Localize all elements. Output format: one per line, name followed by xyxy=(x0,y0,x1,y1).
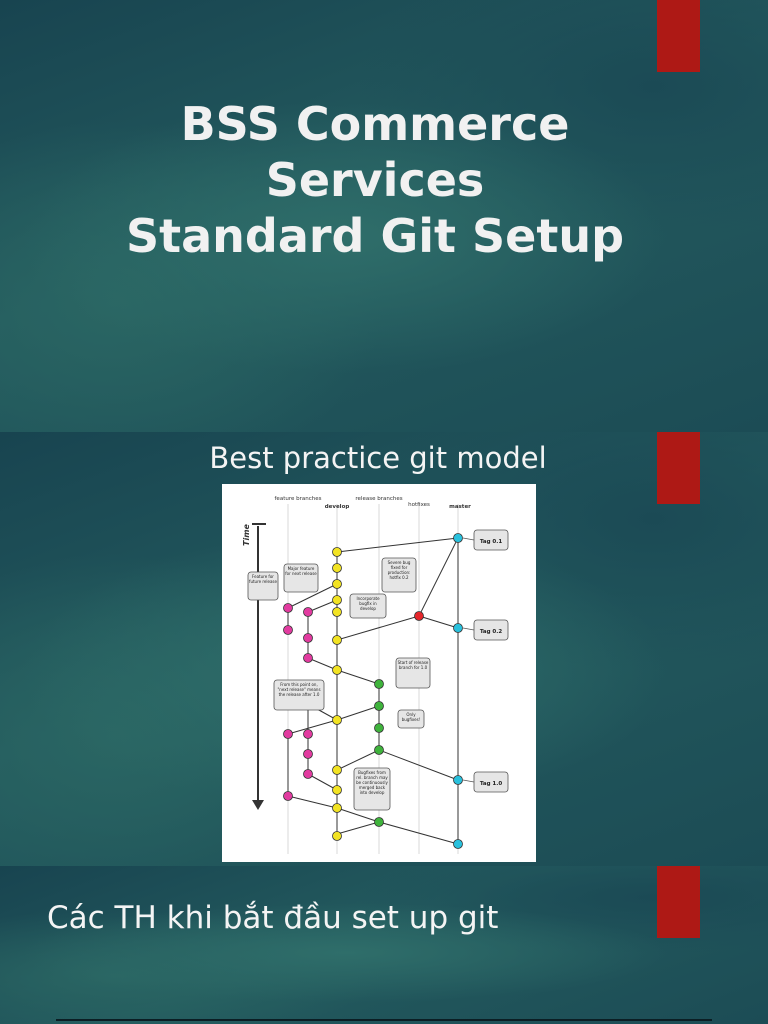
note-feature-future: Feature for future release xyxy=(247,571,279,601)
commit-node xyxy=(332,635,342,645)
tag-0-2: Tag 0.2 xyxy=(462,619,509,641)
commit-node xyxy=(453,839,463,849)
commit-node xyxy=(303,633,313,643)
commit-node xyxy=(414,611,424,621)
svg-text:Tag 0.2: Tag 0.2 xyxy=(480,629,503,635)
commit-node xyxy=(303,607,313,617)
title-line: Services xyxy=(265,153,485,207)
svg-text:Tag 0.1: Tag 0.1 xyxy=(480,539,503,545)
column-label-feature: feature branches xyxy=(275,496,322,502)
table-border xyxy=(56,1019,712,1021)
commit-node xyxy=(332,579,342,589)
commit-node xyxy=(332,831,342,841)
commit-node xyxy=(303,729,313,739)
commit-node xyxy=(303,653,313,663)
commit-node xyxy=(332,607,342,617)
commit-node xyxy=(332,547,342,557)
commit-node xyxy=(332,765,342,775)
slide-heading: Best practice git model xyxy=(209,441,547,475)
commit-node xyxy=(332,785,342,795)
column-label-release: release branches xyxy=(355,496,402,502)
commit-node xyxy=(283,625,293,635)
commit-node xyxy=(374,701,384,711)
tag-0-1: Tag 0.1 xyxy=(462,529,509,551)
svg-text:Tag 1.0: Tag 1.0 xyxy=(480,781,503,787)
commit-node xyxy=(332,803,342,813)
title-line: BSS Commerce xyxy=(180,97,570,151)
commit-node xyxy=(374,745,384,755)
commit-node xyxy=(303,769,313,779)
commit-node xyxy=(374,817,384,827)
note-start-release: Start of release branch for 1.0 xyxy=(395,657,431,689)
commit-node xyxy=(374,679,384,689)
commit-node xyxy=(303,749,313,759)
note-only-bugfixes: Only bugfixes! xyxy=(397,709,425,729)
column-label-hotfixes: hotfixes xyxy=(408,502,430,508)
accent-bar xyxy=(657,866,700,938)
commit-node xyxy=(283,729,293,739)
commit-node xyxy=(332,563,342,573)
slide-title: BSS Commerce Services Standard Git Setup xyxy=(0,96,750,264)
note-next-release: From this point on, "next release" means… xyxy=(273,679,325,711)
commit-node xyxy=(374,723,384,733)
commit-node xyxy=(283,603,293,613)
git-model-svg: feature branches develop release branche… xyxy=(242,496,509,854)
note-incorporate-bugfix: Incorporate bugfix in develop xyxy=(349,593,387,619)
commit-node xyxy=(332,665,342,675)
tag-1-0: Tag 1.0 xyxy=(462,771,509,793)
column-label-develop: develop xyxy=(325,504,350,510)
commit-node xyxy=(453,623,463,633)
slide-1: BSS Commerce Services Standard Git Setup xyxy=(0,0,768,432)
commit-node xyxy=(283,791,293,801)
time-label: Time xyxy=(242,523,251,546)
note-hotfix: Severe bug fixed for production: hotfix … xyxy=(381,557,417,593)
column-label-master: master xyxy=(449,504,471,510)
commit-node xyxy=(453,775,463,785)
accent-bar xyxy=(657,432,700,504)
slide-heading: Các TH khi bắt đầu set up git xyxy=(47,900,499,936)
git-model-diagram: feature branches develop release branche… xyxy=(222,484,536,862)
time-arrow-icon xyxy=(252,800,264,810)
note-bugfixes-merge: Bugfixes from rel. branch may be continu… xyxy=(353,767,391,811)
accent-bar xyxy=(657,0,700,72)
note-major-feature: Major feature for next release xyxy=(283,563,319,593)
slide-2: Best practice git model feature branches… xyxy=(0,432,768,866)
slide-3: Các TH khi bắt đầu set up git xyxy=(0,866,768,1024)
commit-node xyxy=(453,533,463,543)
title-line: Standard Git Setup xyxy=(125,209,625,263)
commit-node xyxy=(332,715,342,725)
commit-node xyxy=(332,595,342,605)
